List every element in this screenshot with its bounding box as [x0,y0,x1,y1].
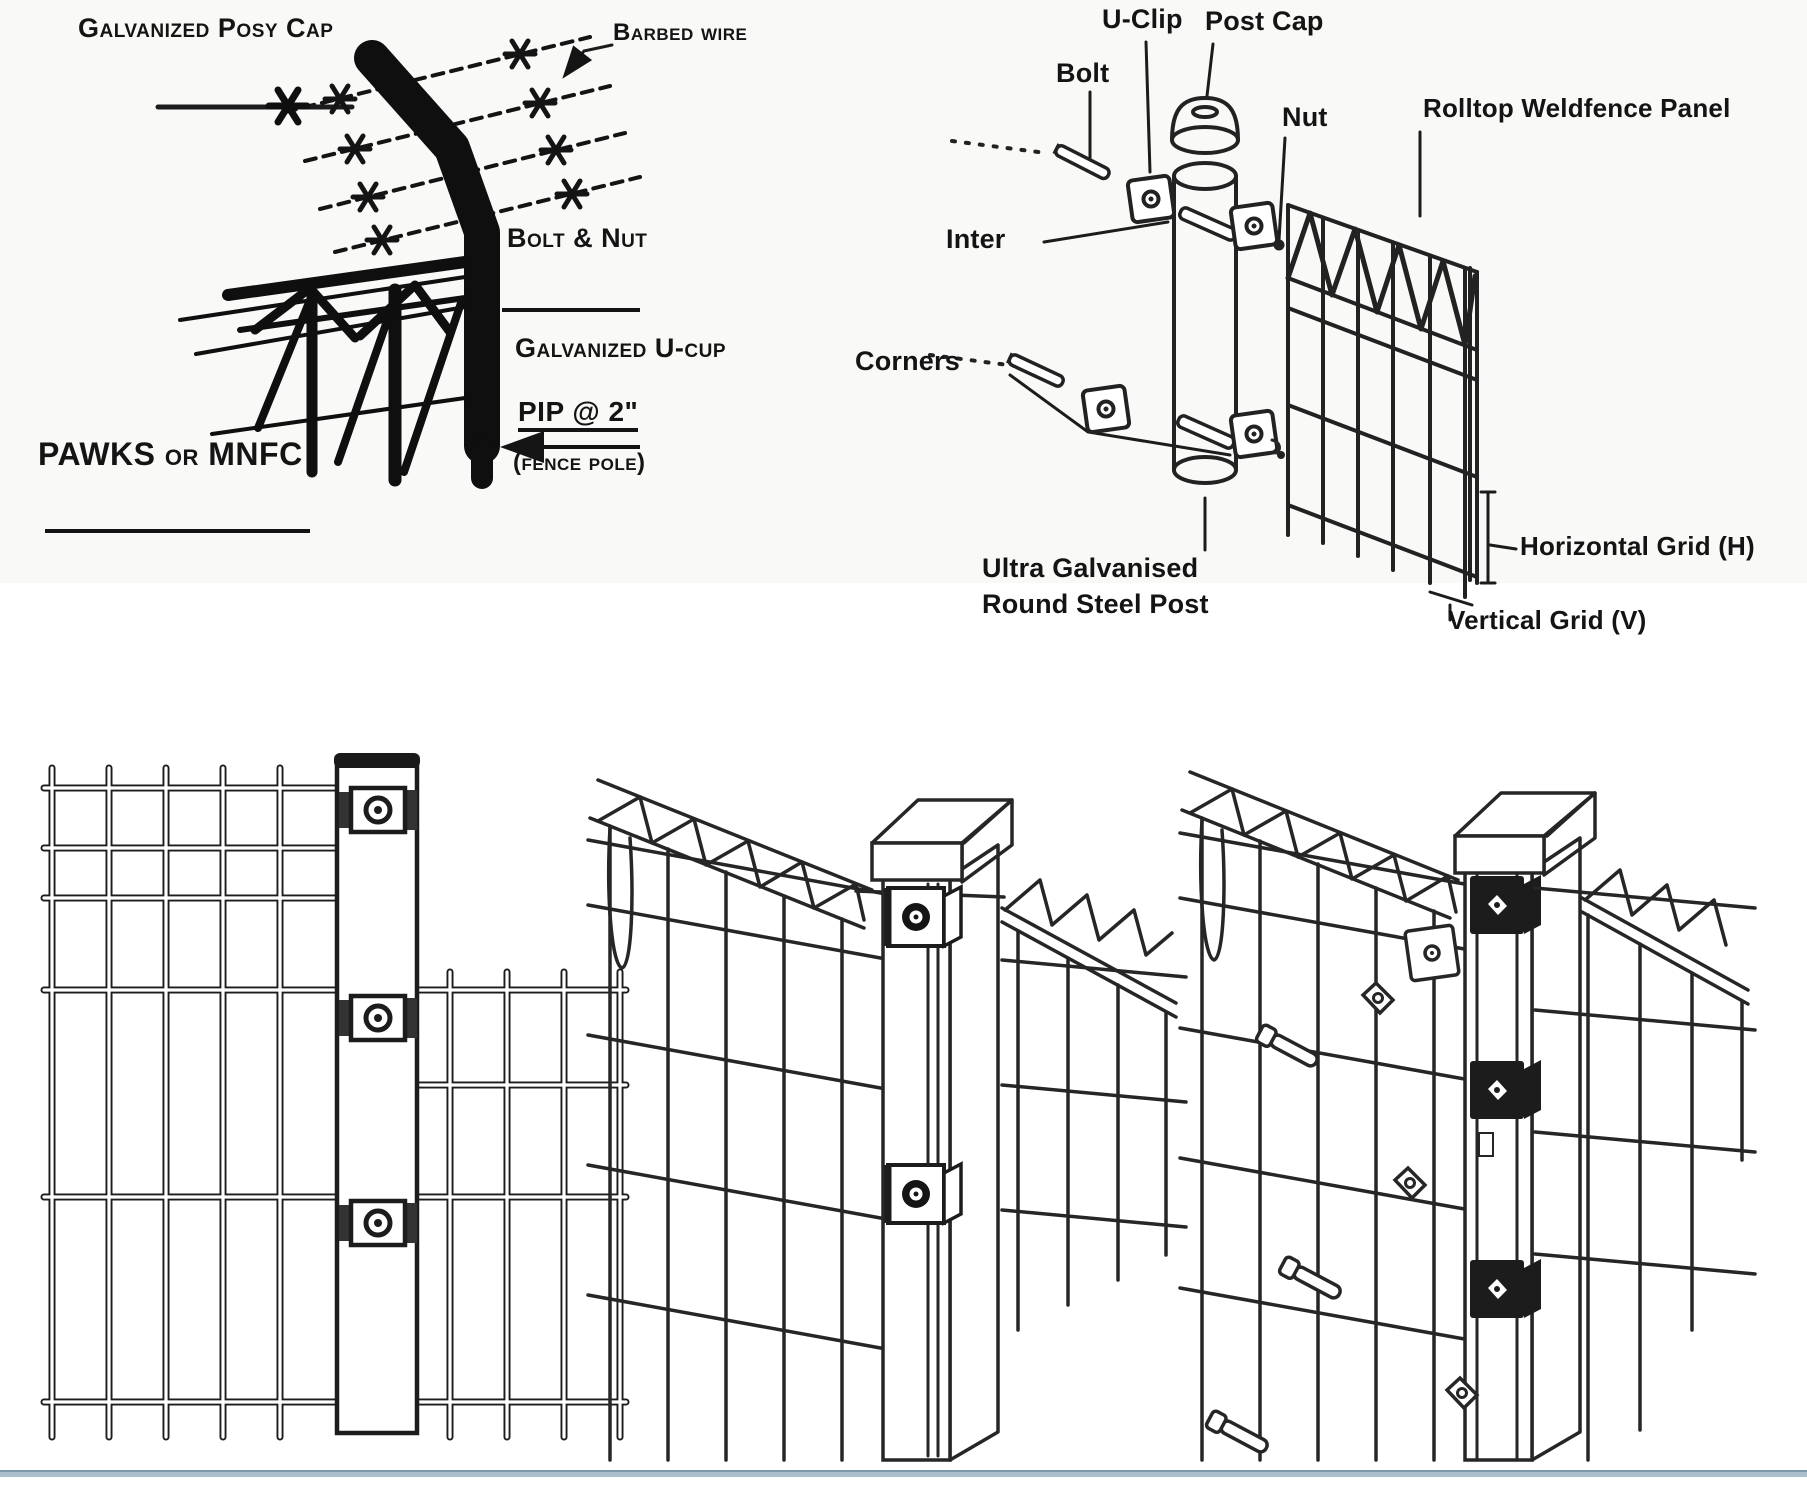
bolt-trail-upper [950,139,1048,155]
hook-dot [1277,451,1285,459]
barbed-wire-leader [562,43,614,79]
label-galvanized-u-cup: Galvanized U-cup [515,333,727,363]
label-post-name-line1: Ultra Galvanised [982,553,1199,583]
perspective-clip-top [888,887,961,946]
right-panel-mesh [1533,868,1757,1462]
dark-clip-top [1470,875,1541,934]
left-panel-mesh [586,778,888,1462]
square-post-front [334,755,420,1436]
u-clip-lower-left [1080,383,1132,435]
nut-icon [1273,239,1285,251]
panel-joint-exploded-view [1178,770,1757,1462]
floating-bolt-1 [1253,1022,1323,1073]
label-inter: Inter [946,224,1006,254]
post-label-tag [1478,1132,1494,1157]
label-pipe-size: PIP @ 2" [518,397,639,433]
u-clip-upper-right [1228,200,1280,252]
floating-nut-2 [1393,1166,1427,1200]
label-corners: Corners [855,346,960,376]
clip-bottom [339,1201,417,1245]
label-post-name-line2: Round Steel Post [982,589,1209,619]
panel-joint-front-view [40,753,630,1441]
post-top-band [334,753,420,768]
assembly-leaders [1008,40,1422,552]
mesh-wires-highlight [42,766,628,1439]
u-clip-upper-left [1125,173,1177,225]
label-bolt-and-nut: Bolt & Nut [507,223,648,253]
bolt-trail-lower [928,353,1026,369]
floating-bolt-2 [1276,1254,1346,1305]
cranked-post [354,40,500,489]
label-vertical-grid: Vertical Grid (V) [1448,605,1647,635]
label-material: PAWKS or MNFC [38,436,303,472]
u-clip-lower-right [1228,408,1280,460]
clip-top [339,788,417,832]
dark-clip-bottom [1470,1259,1541,1318]
left-panel-mesh [1178,770,1472,1462]
label-post-cap: Post Cap [1205,6,1324,36]
clip-middle [339,996,417,1040]
label-rolltop-weldfence-panel: Rolltop Weldfence Panel [1423,93,1731,123]
cranked-post-drawing [45,35,642,533]
round-post-assembly-drawing [928,40,1518,622]
label-fence-pole: (fence pole) [513,449,646,476]
footer-divider-line [0,1472,1807,1477]
right-panel-mesh [1000,878,1188,1332]
rolltop-weldfence-panel [1285,203,1479,599]
rolltop-panel-sketch [178,256,471,487]
label-barbed-wire: Barbed wire [613,19,748,46]
floating-nut-1 [1361,981,1395,1015]
dark-clip-middle [1470,1060,1541,1119]
label-horizontal-grid: Horizontal Grid (H) [1520,531,1755,561]
label-bolt: Bolt [1056,58,1110,88]
hook-detail [1270,438,1281,455]
post-cap [1170,96,1240,155]
label-galvanized-post-cap: Galvanized Posy Cap [78,13,334,43]
footer-divider-edge [0,1470,1807,1472]
grid-measure-brackets [1428,490,1518,622]
label-nut: Nut [1282,102,1328,132]
floating-clip-icon [1403,923,1461,983]
panel-joint-perspective-view [586,778,1188,1462]
label-u-clip: U-Clip [1102,4,1183,34]
square-post-3d [1453,791,1597,1462]
perspective-clip-bottom [888,1164,961,1223]
